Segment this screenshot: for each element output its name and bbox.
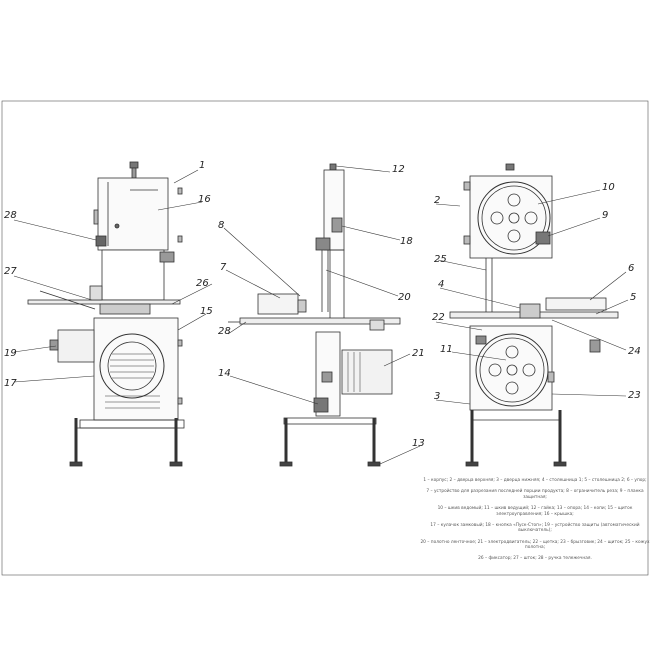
callout-27: 27 (4, 266, 17, 277)
parts-legend: 1 – корпус; 2 – дверца верхняя; 3 – двер… (420, 478, 650, 568)
callout-3: 3 (434, 391, 440, 402)
callout-16: 16 (198, 194, 211, 205)
callout-5: 5 (630, 292, 636, 303)
callout-8: 8 (218, 220, 224, 231)
sheet-frame (1, 100, 649, 576)
callout-28b: 28 (218, 326, 231, 337)
callout-14: 14 (218, 368, 231, 379)
callout-24: 24 (628, 346, 641, 357)
callout-12: 12 (392, 164, 405, 175)
callout-6: 6 (628, 263, 634, 274)
legend-line: 7 – устройство для разрезания последней … (426, 489, 644, 500)
callout-23: 23 (628, 390, 641, 401)
callout-28a: 28 (4, 210, 17, 221)
legend-line: 1 – корпус; 2 – дверца верхняя; 3 – двер… (423, 478, 647, 483)
side-view (228, 163, 401, 467)
callout-25: 25 (434, 254, 447, 265)
legend-line: 26 – фиксатор; 27 – шток; 28 – ручка тел… (478, 556, 592, 562)
callout-11: 11 (440, 344, 453, 355)
callout-9: 9 (602, 210, 608, 221)
callout-2: 2 (434, 195, 440, 206)
open-view (449, 163, 619, 467)
callout-7: 7 (220, 262, 227, 273)
callout-18: 18 (400, 236, 413, 247)
legend-line: 17 – кулачок замковый; 18 – кнопка «Пуск… (430, 522, 640, 534)
callout-22: 22 (432, 312, 445, 323)
front-view (27, 161, 185, 467)
callout-13: 13 (412, 438, 425, 449)
callout-19: 19 (4, 348, 17, 359)
callout-labels: 1 2 3 4 5 6 7 8 9 10 11 12 13 14 15 16 1… (4, 160, 641, 449)
callout-4: 4 (438, 279, 444, 290)
leader-lines (13, 165, 629, 465)
callout-1: 1 (199, 160, 205, 171)
legend-line: 10 – шкив ведомый; 11 – шкив ведущий; 12… (437, 505, 633, 517)
legend-line: 20 – полотно ленточное; 21 – электродвиг… (420, 539, 650, 551)
callout-20: 20 (398, 292, 411, 303)
callout-15: 15 (200, 306, 213, 317)
callout-10: 10 (602, 182, 615, 193)
callout-21: 21 (412, 348, 425, 359)
callout-17: 17 (4, 378, 17, 389)
callout-26: 26 (196, 278, 209, 289)
